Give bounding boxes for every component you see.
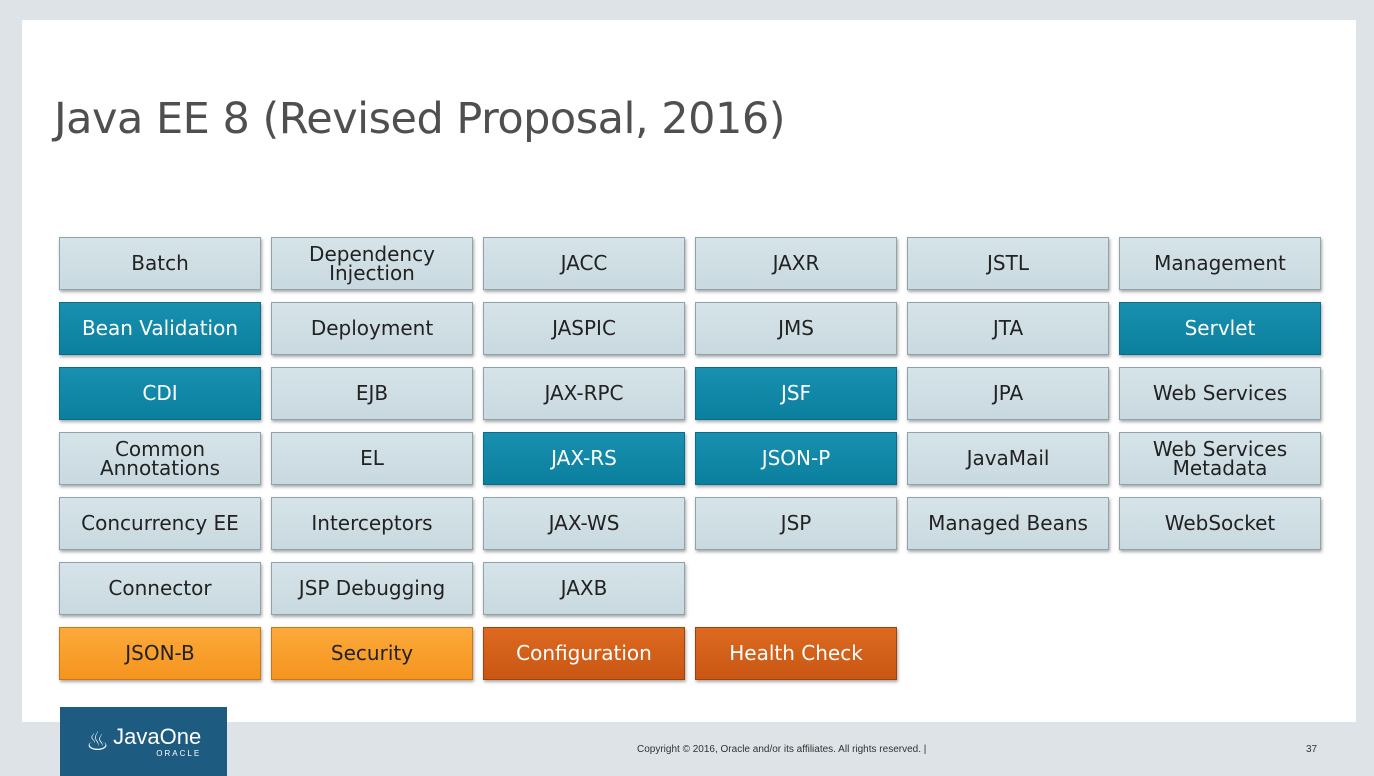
logo-sub: ORACLE	[156, 748, 202, 758]
spec-grid: Batch Dependency Injection JACC JAXR JSTL Man…	[59, 237, 1321, 680]
spec-cell: CDI	[59, 367, 261, 420]
spec-cell-label: JAX-RS	[551, 446, 617, 470]
spec-cell-label: Dependency Injection	[309, 241, 435, 285]
spec-cell-label: JACC	[560, 251, 608, 275]
spec-cell: EL	[271, 432, 473, 485]
spec-cell: JSP	[695, 497, 897, 550]
spec-cell-label: Servlet	[1184, 316, 1256, 340]
spec-cell: Interceptors	[271, 497, 473, 550]
spec-cell: JPA	[907, 367, 1109, 420]
spec-cell: Configuration	[483, 627, 685, 680]
spec-cell: JSF	[695, 367, 897, 420]
spec-cell: Concurrency EE	[59, 497, 261, 550]
spec-cell-label: Health Check	[729, 641, 863, 665]
spec-cell: Batch	[59, 237, 261, 290]
spec-cell: Web Services Metadata	[1119, 432, 1321, 485]
spec-cell: Security	[271, 627, 473, 680]
spec-cell-label: EJB	[355, 381, 389, 405]
spec-cell: JASPIC	[483, 302, 685, 355]
spec-cell-label: Web Services Metadata	[1152, 436, 1288, 480]
spec-cell: JAXR	[695, 237, 897, 290]
spec-cell: Connector	[59, 562, 261, 615]
spec-cell: Dependency Injection	[271, 237, 473, 290]
spec-cell-label: Deployment	[310, 316, 434, 340]
spec-cell-label: JSON-P	[761, 446, 831, 470]
java-cup-icon: ♨	[85, 726, 110, 756]
spec-cell-label: JASPIC	[552, 316, 616, 340]
slide-title: Java EE 8 (Revised Proposal, 2016)	[54, 94, 786, 144]
spec-cell-label: Managed Beans	[928, 511, 1088, 535]
spec-cell: Deployment	[271, 302, 473, 355]
spec-cell-label: Batch	[131, 251, 189, 275]
spec-cell-label: JPA	[992, 381, 1024, 405]
spec-cell-label: Common Annotations	[99, 436, 221, 480]
spec-cell: Servlet	[1119, 302, 1321, 355]
slide: Java EE 8 (Revised Proposal, 2016) Batch…	[22, 20, 1356, 722]
spec-cell-label: JAX-RPC	[544, 381, 624, 405]
spec-cell: Management	[1119, 237, 1321, 290]
spec-cell: Health Check	[695, 627, 897, 680]
javaone-logo: ♨ JavaOne ORACLE	[60, 707, 227, 776]
spec-cell-label: EL	[360, 446, 384, 470]
spec-cell-label: JTA	[992, 316, 1024, 340]
spec-cell: JTA	[907, 302, 1109, 355]
copyright-text: Copyright © 2016, Oracle and/or its affi…	[637, 744, 927, 755]
spec-cell-label: JSP Debugging	[298, 576, 446, 600]
spec-cell: JSON-P	[695, 432, 897, 485]
spec-cell: JAX-RS	[483, 432, 685, 485]
spec-cell-label: Interceptors	[311, 511, 433, 535]
spec-cell: Web Services	[1119, 367, 1321, 420]
spec-cell-label: Concurrency EE	[81, 511, 239, 535]
spec-cell-label: JAX-WS	[548, 511, 620, 535]
spec-cell-label: JSP	[780, 511, 812, 535]
spec-cell-label: JavaMail	[966, 446, 1050, 470]
spec-cell-label: JAXR	[772, 251, 820, 275]
spec-cell: WebSocket	[1119, 497, 1321, 550]
spec-cell: JAX-WS	[483, 497, 685, 550]
spec-cell: JACC	[483, 237, 685, 290]
spec-cell: JavaMail	[907, 432, 1109, 485]
spec-cell-label: JSF	[780, 381, 812, 405]
page-number: 37	[1306, 744, 1318, 755]
spec-cell-label: Connector	[108, 576, 212, 600]
spec-cell: EJB	[271, 367, 473, 420]
spec-cell: JMS	[695, 302, 897, 355]
spec-cell-label: JMS	[778, 316, 814, 340]
spec-cell: JSTL	[907, 237, 1109, 290]
spec-cell-label: Configuration	[516, 641, 652, 665]
spec-cell: JSP Debugging	[271, 562, 473, 615]
spec-cell-label: WebSocket	[1164, 511, 1276, 535]
spec-cell-label: Security	[330, 641, 414, 665]
spec-cell: Common Annotations	[59, 432, 261, 485]
spec-cell-label: JAXB	[560, 576, 608, 600]
spec-cell-label: JSTL	[987, 251, 1029, 275]
spec-cell-label: CDI	[142, 381, 178, 405]
spec-cell-label: Web Services	[1152, 381, 1288, 405]
spec-cell: Managed Beans	[907, 497, 1109, 550]
spec-cell-label: JSON-B	[125, 641, 195, 665]
spec-cell: JAX-RPC	[483, 367, 685, 420]
logo-brand: JavaOne	[113, 723, 202, 749]
spec-cell-label: Bean Validation	[81, 316, 239, 340]
spec-cell-label: Management	[1154, 251, 1286, 275]
spec-cell: Bean Validation	[59, 302, 261, 355]
spec-cell: JAXB	[483, 562, 685, 615]
spec-cell: JSON-B	[59, 627, 261, 680]
